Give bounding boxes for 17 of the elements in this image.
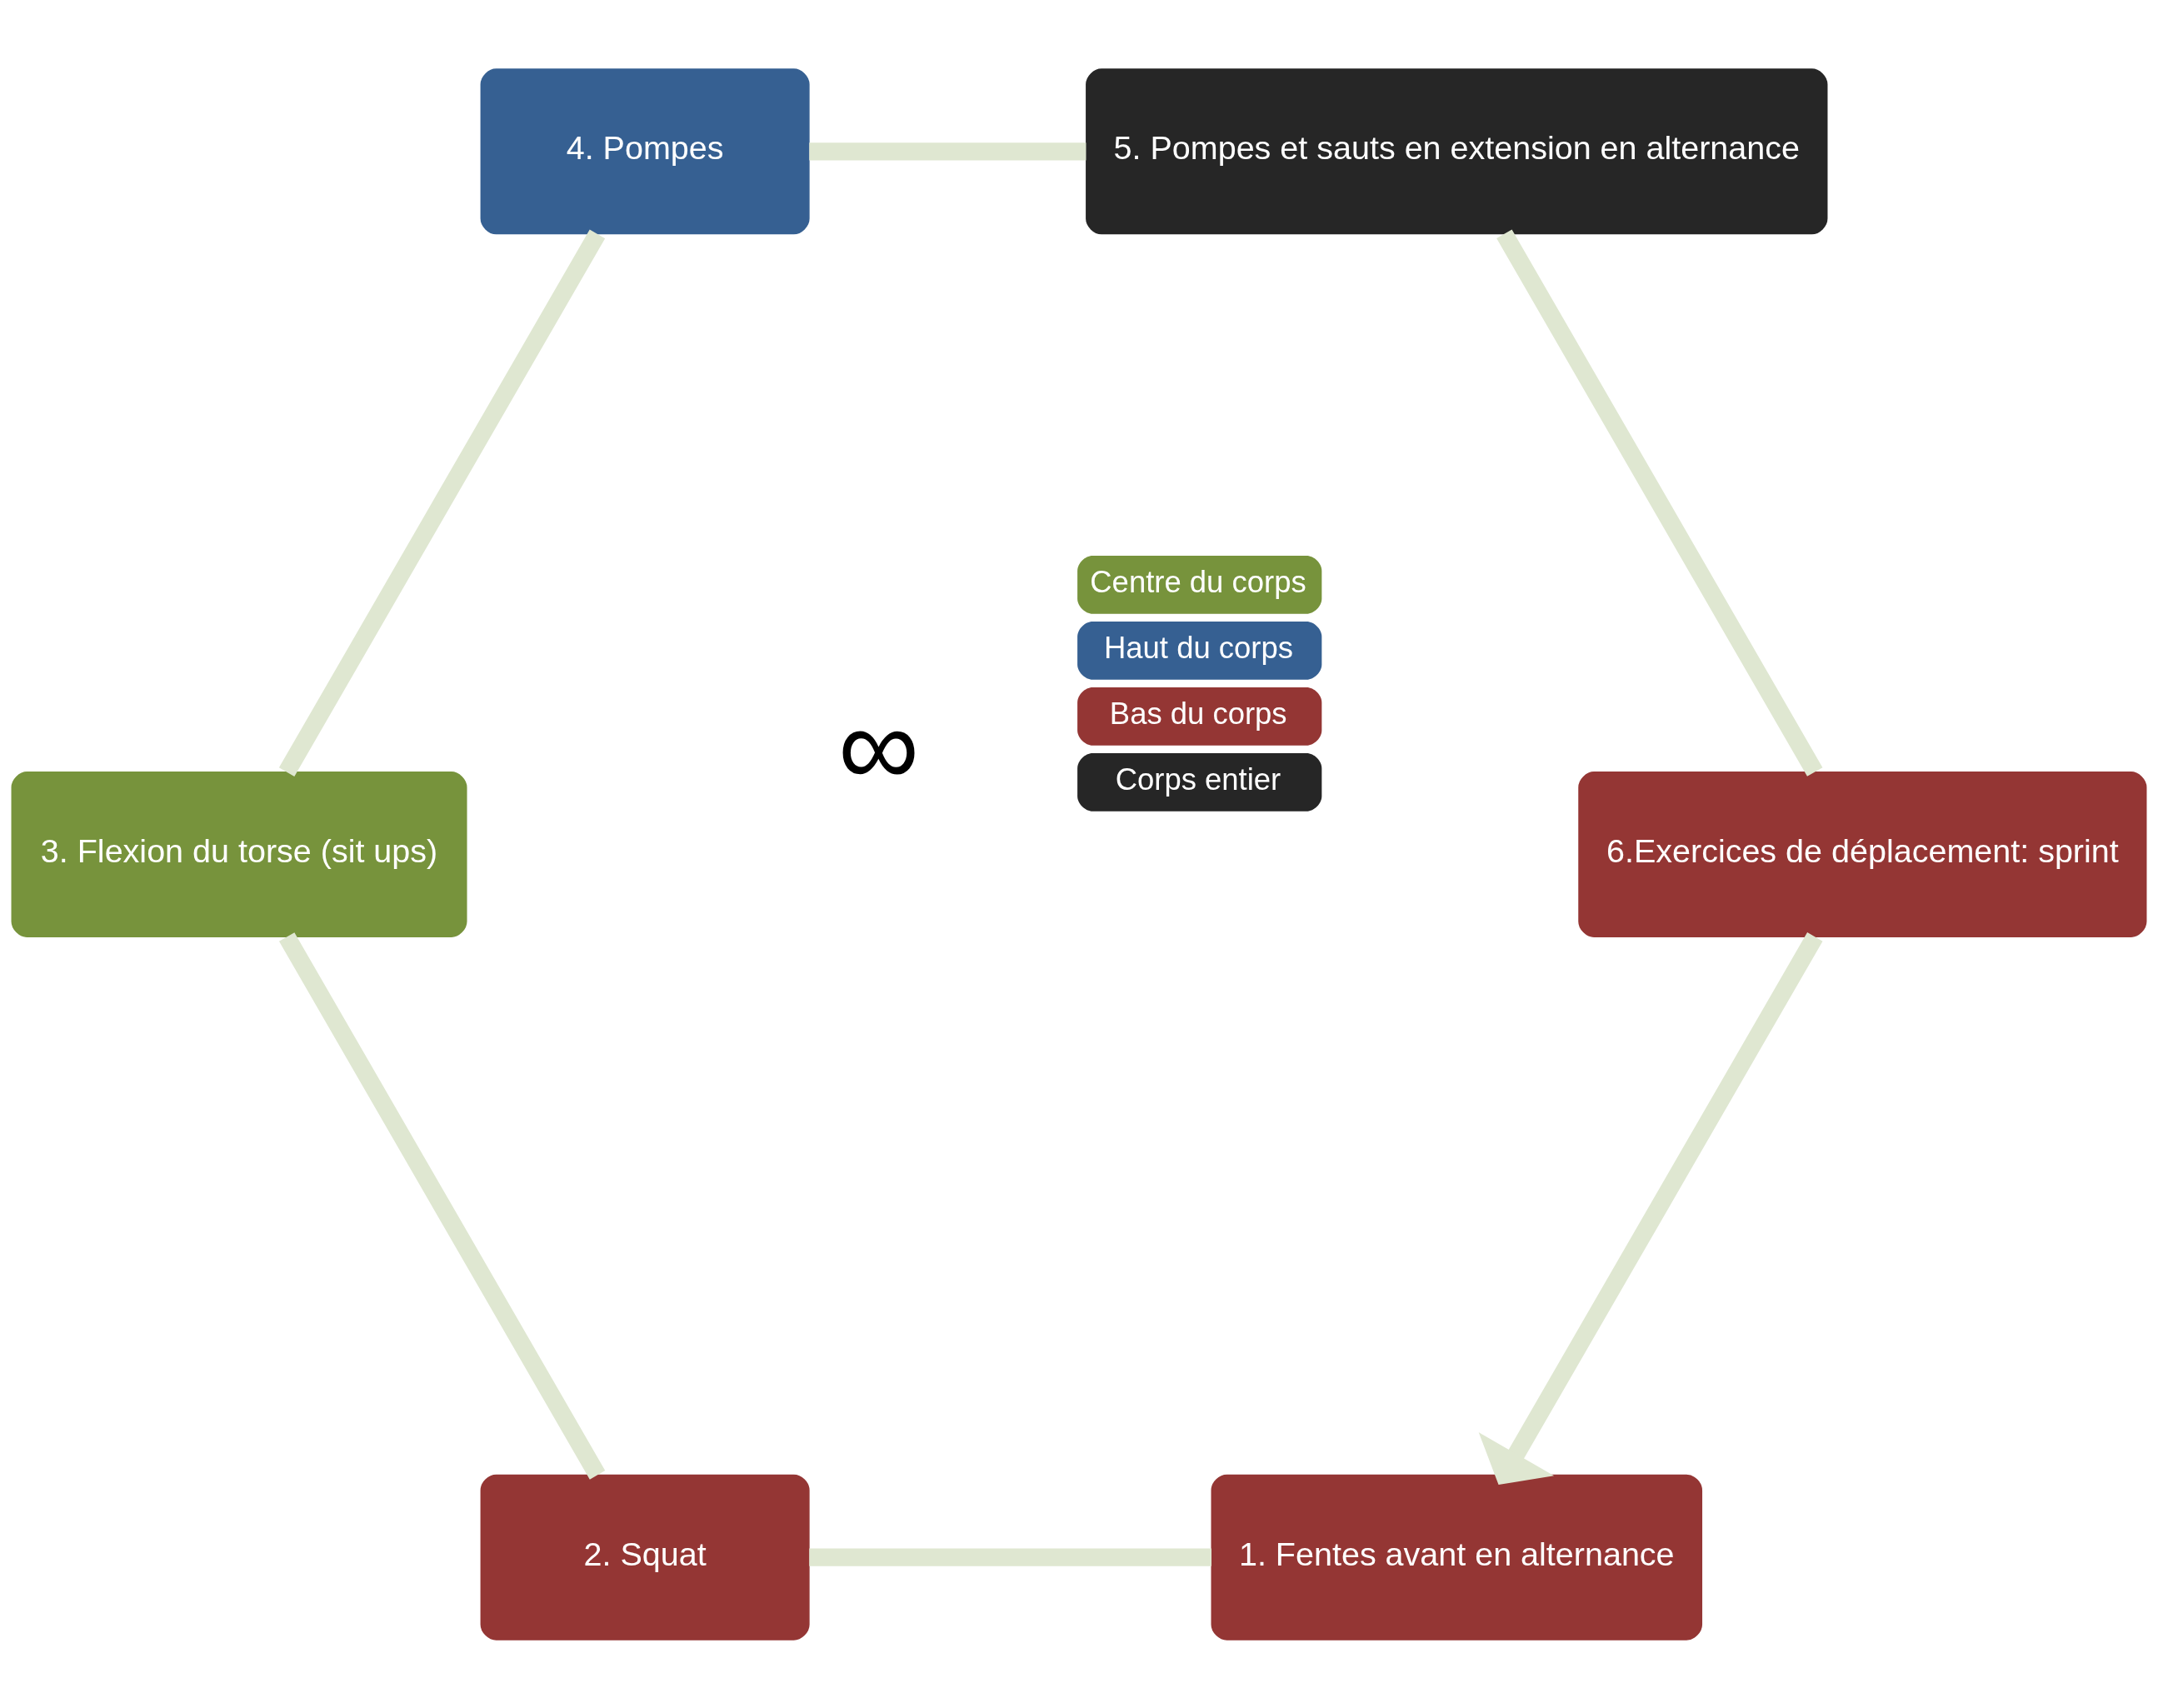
legend-label: Centre du corps bbox=[1090, 564, 1306, 599]
legend-label: Corps entier bbox=[1115, 762, 1281, 797]
node-box: 1. Fentes avant en alternance bbox=[1211, 1474, 1703, 1641]
connector bbox=[809, 1548, 1211, 1566]
legend-label: Bas du corps bbox=[1109, 696, 1287, 731]
node-box: 6.Exercices de déplacement: sprint bbox=[1578, 771, 2147, 937]
connector bbox=[278, 931, 606, 1480]
connector bbox=[1496, 228, 1823, 777]
connector bbox=[278, 229, 606, 777]
node-box: 4. Pompes bbox=[480, 67, 810, 234]
node-box: 2. Squat bbox=[480, 1474, 810, 1641]
node-box: 3. Flexion du torse (sit ups) bbox=[11, 771, 467, 937]
legend-label: Haut du corps bbox=[1104, 630, 1293, 665]
connector bbox=[809, 142, 1086, 160]
arrow bbox=[1478, 931, 1823, 1485]
label: ∞ bbox=[837, 682, 920, 810]
node-box: 5. Pompes et sauts en extension en alternance bbox=[1086, 67, 1828, 234]
